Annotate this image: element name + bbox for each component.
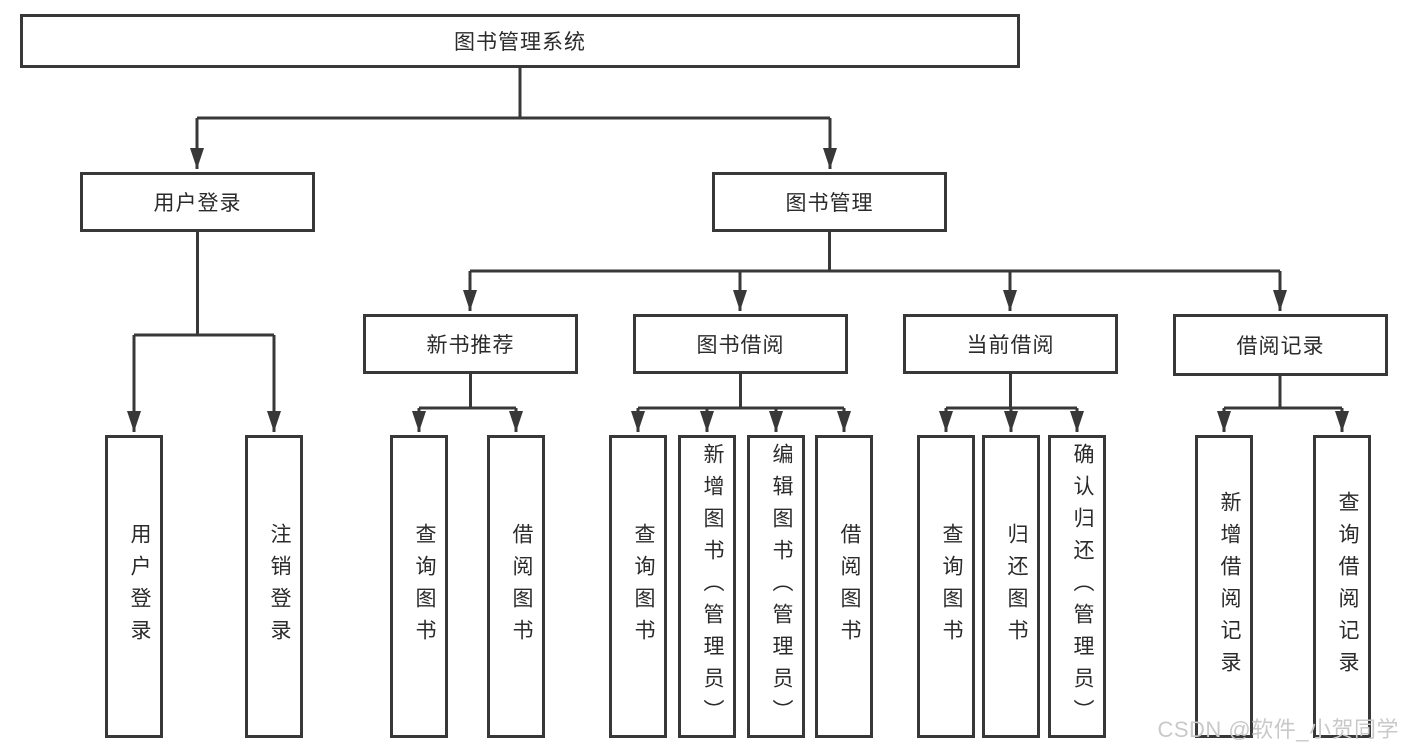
node-book-borrow-label: 图书借阅	[696, 334, 785, 357]
leaf-user-login: 用户登录	[105, 435, 163, 738]
node-user-login-label: 用户登录	[153, 192, 242, 215]
leaf-return-book-label: 归还图书	[1005, 522, 1028, 651]
leaf-query-borrow-record: 查询借阅记录	[1313, 435, 1371, 738]
node-borrow-records: 借阅记录	[1173, 314, 1388, 376]
leaf-query-books-recommend-label: 查询图书	[413, 522, 436, 651]
leaf-borrow-books-borrow: 借阅图书	[815, 435, 873, 738]
leaf-add-book-admin-label: 新增图书（管理员）	[701, 442, 724, 731]
node-book-management: 图书管理	[712, 172, 947, 232]
node-borrow-records-label: 借阅记录	[1236, 335, 1325, 358]
node-new-book-recommend: 新书推荐	[363, 314, 578, 374]
leaf-add-borrow-record: 新增借阅记录	[1195, 435, 1253, 738]
leaf-confirm-return-admin: 确认归还（管理员）	[1048, 435, 1106, 738]
leaf-borrow-books-recommend: 借阅图书	[487, 435, 545, 738]
leaf-logout: 注销登录	[245, 435, 303, 738]
leaf-query-borrow-record-label: 查询借阅记录	[1336, 490, 1359, 683]
leaf-return-book: 归还图书	[982, 435, 1040, 738]
leaf-query-books-borrow: 查询图书	[609, 435, 667, 738]
node-book-management-label: 图书管理	[785, 192, 874, 215]
leaf-query-books-borrow-label: 查询图书	[632, 522, 655, 651]
node-new-book-recommend-label: 新书推荐	[426, 334, 515, 357]
node-current-borrow-label: 当前借阅	[966, 334, 1055, 357]
leaf-edit-book-admin-label: 编辑图书（管理员）	[770, 442, 793, 731]
leaf-confirm-return-admin-label: 确认归还（管理员）	[1071, 442, 1094, 731]
leaf-add-borrow-record-label: 新增借阅记录	[1218, 490, 1241, 683]
leaf-user-login-label: 用户登录	[128, 522, 151, 651]
csdn-watermark: CSDN @软件_小贺同学	[1157, 717, 1399, 742]
leaf-add-book-admin: 新增图书（管理员）	[678, 435, 736, 738]
node-book-borrow: 图书借阅	[633, 314, 848, 374]
leaf-logout-label: 注销登录	[268, 522, 291, 651]
node-user-login: 用户登录	[80, 172, 315, 232]
leaf-borrow-books-borrow-label: 借阅图书	[838, 522, 861, 651]
leaf-borrow-books-recommend-label: 借阅图书	[510, 522, 533, 651]
node-root: 图书管理系统	[20, 14, 1020, 68]
node-current-borrow: 当前借阅	[903, 314, 1118, 374]
leaf-query-books-recommend: 查询图书	[390, 435, 448, 738]
leaf-query-books-current-label: 查询图书	[940, 522, 963, 651]
leaf-edit-book-admin: 编辑图书（管理员）	[747, 435, 805, 738]
node-root-label: 图书管理系统	[454, 31, 586, 54]
leaf-query-books-current: 查询图书	[917, 435, 975, 738]
